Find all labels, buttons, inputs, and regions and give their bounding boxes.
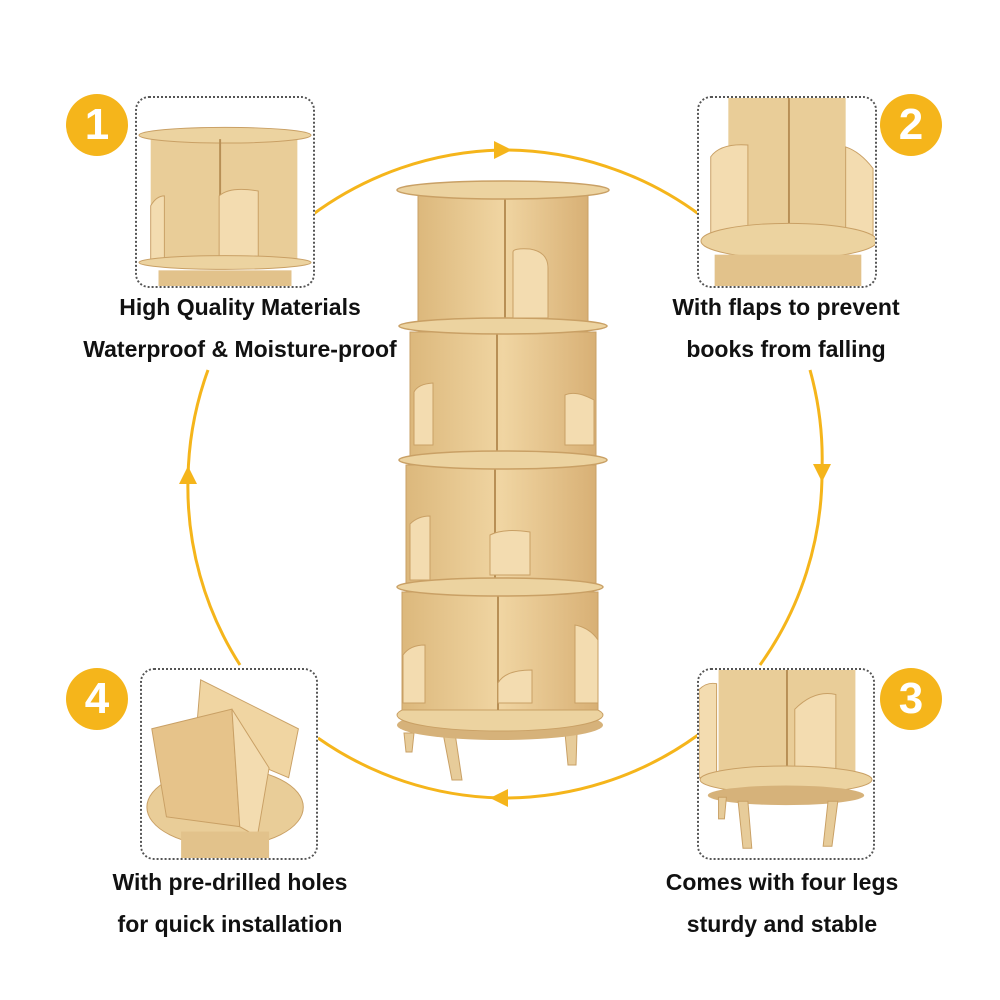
thumbnail-flaps [697, 96, 877, 288]
caption-feature-3: Comes with four legs sturdy and stable [582, 861, 982, 945]
feature-2-title: With flaps to prevent [672, 294, 900, 320]
arrow-right-icon [494, 141, 512, 159]
thumbnail-materials [135, 96, 315, 288]
feature-4-subtitle: for quick installation [117, 911, 343, 937]
arrow-up-icon [179, 466, 197, 484]
caption-feature-1: High Quality Materials Waterproof & Mois… [40, 286, 440, 370]
badge-1: 1 [66, 94, 128, 156]
badge-3: 3 [880, 668, 942, 730]
arrow-left-icon [490, 789, 508, 807]
thumbnail-predrilled [140, 668, 318, 860]
caption-feature-2: With flaps to prevent books from falling [586, 286, 986, 370]
badge-4: 4 [66, 668, 128, 730]
feature-3-title: Comes with four legs [665, 869, 899, 895]
feature-4-title: With pre-drilled holes [112, 869, 348, 895]
feature-1-subtitle: Waterproof & Moisture-proof [83, 336, 397, 362]
feature-1-title: High Quality Materials [119, 294, 361, 320]
badge-2: 2 [880, 94, 942, 156]
caption-feature-4: With pre-drilled holes for quick install… [30, 861, 430, 945]
feature-3-subtitle: sturdy and stable [686, 911, 878, 937]
arrow-down-icon [813, 464, 831, 482]
feature-2-subtitle: books from falling [686, 336, 886, 362]
thumbnail-legs [697, 668, 875, 860]
